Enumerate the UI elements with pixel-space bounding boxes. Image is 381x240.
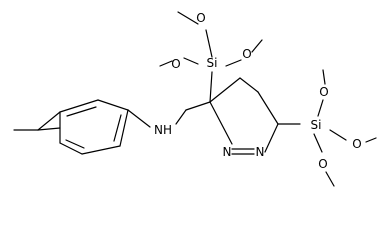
si-o-bond xyxy=(313,133,323,153)
oxygen-label: O xyxy=(319,85,328,99)
aryl-methyl-bond xyxy=(37,127,61,131)
silicon-label: Si xyxy=(311,118,322,132)
ring-bond xyxy=(81,145,121,155)
ring-bond xyxy=(37,111,61,131)
si-o-bond xyxy=(317,99,324,117)
o-methyl-bond xyxy=(251,39,263,53)
ring-bond xyxy=(59,99,99,113)
molecule-drawing: O O O Si NH N N O Si O O xyxy=(13,11,377,187)
bonds xyxy=(13,11,377,187)
o-methyl-bond xyxy=(159,60,173,67)
ring-double-bond xyxy=(113,114,122,142)
atom-labels: O O O Si NH N N O Si O O xyxy=(154,11,362,171)
structure-diagram: O O O Si NH N N O Si O O xyxy=(13,11,377,187)
ring-bond xyxy=(59,142,83,155)
ring-bond xyxy=(119,109,129,147)
oxygen-label: O xyxy=(318,157,327,171)
ring-double-bond xyxy=(66,106,97,117)
ring-bond xyxy=(209,77,241,103)
ring-bond xyxy=(257,91,279,125)
nitrogen-label: N xyxy=(256,145,265,159)
amine-label: NH xyxy=(154,123,172,137)
oxygen-label: O xyxy=(352,137,361,151)
ring-bond xyxy=(239,77,259,93)
ring-double-bond xyxy=(65,139,85,149)
c-si-bond xyxy=(209,71,213,103)
oxygen-label: O xyxy=(242,47,251,61)
nh-ch2-bond xyxy=(175,109,187,125)
ring-bond xyxy=(97,99,129,111)
si-o-bond xyxy=(329,129,347,141)
o-methyl-bond xyxy=(365,137,377,143)
nitrogen-label: N xyxy=(223,145,232,159)
si-o-bond xyxy=(225,59,242,67)
silicon-label: Si xyxy=(207,56,218,70)
ring-bond xyxy=(264,123,279,153)
oxygen-label: O xyxy=(171,57,180,71)
ring-bond xyxy=(209,101,233,145)
si-o-bond xyxy=(205,29,213,58)
o-methyl-bond xyxy=(325,171,335,187)
ch2-c3-bond xyxy=(185,101,211,111)
si-o-bond xyxy=(183,57,199,65)
oxygen-label: O xyxy=(196,11,205,25)
aryl-nh-bond xyxy=(127,109,151,128)
o-methyl-bond xyxy=(322,69,326,85)
o-methyl-bond xyxy=(177,11,199,25)
